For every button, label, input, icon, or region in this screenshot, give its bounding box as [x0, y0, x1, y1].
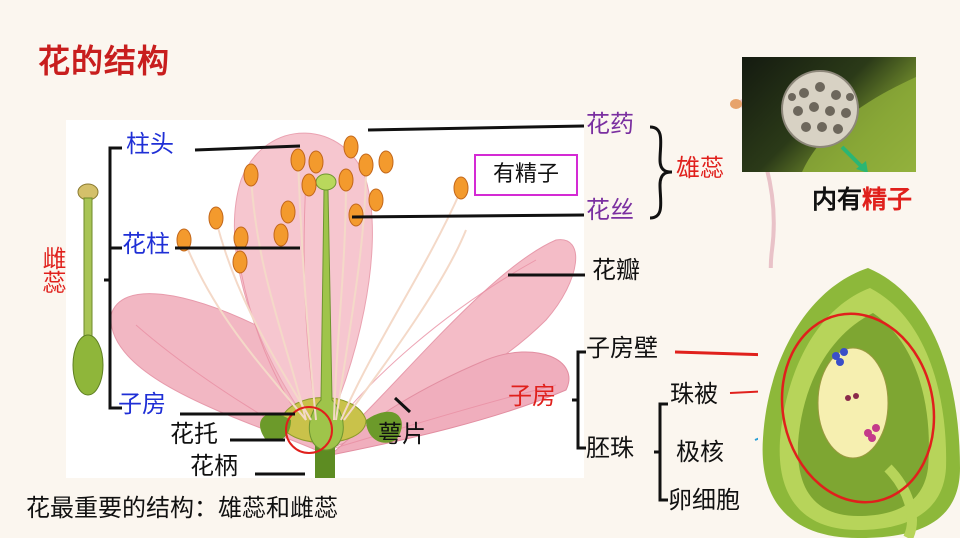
embryo-sac	[817, 347, 889, 459]
sepal-right	[366, 411, 402, 443]
label-polar-nuclei: 极核	[676, 438, 724, 466]
label-pistil: 雌蕊	[38, 246, 66, 294]
label-sepal: 萼片	[378, 420, 426, 448]
label-petal: 花瓣	[592, 256, 640, 284]
pollen-note: 内有精子	[812, 180, 912, 216]
label-style: 花柱	[122, 230, 170, 258]
sperm-callout: 有精子	[474, 154, 578, 196]
label-integument: 珠被	[670, 380, 718, 408]
page-title: 花的结构	[38, 42, 171, 80]
label-stigma: 柱头	[126, 130, 174, 158]
sepal-left	[260, 413, 291, 442]
label-stamen: 雄蕊	[676, 154, 724, 182]
ovule-outline-circle	[780, 312, 936, 504]
label-pedicel: 花柄	[190, 452, 238, 480]
label-filament: 花丝	[586, 196, 634, 224]
label-ovary-heading: 子房	[508, 382, 556, 410]
pistil-drawing	[72, 183, 104, 396]
label-ovary-wall: 子房壁	[586, 334, 658, 362]
pollen-photo	[742, 57, 916, 172]
ovary-highlight-circle	[285, 406, 333, 454]
label-ovary: 子房	[118, 390, 166, 418]
label-ovule: 胚珠	[586, 434, 634, 462]
label-receptacle: 花托	[170, 420, 218, 448]
pollen-note-prefix: 内有	[812, 185, 863, 214]
label-egg-cell: 卵细胞	[668, 486, 740, 514]
label-anther: 花药	[586, 110, 634, 138]
pollen-note-highlight: 精子	[862, 185, 913, 214]
ovule-diagram	[758, 268, 960, 538]
summary-text: 花最重要的结构：雄蕊和雌蕊	[26, 494, 338, 522]
